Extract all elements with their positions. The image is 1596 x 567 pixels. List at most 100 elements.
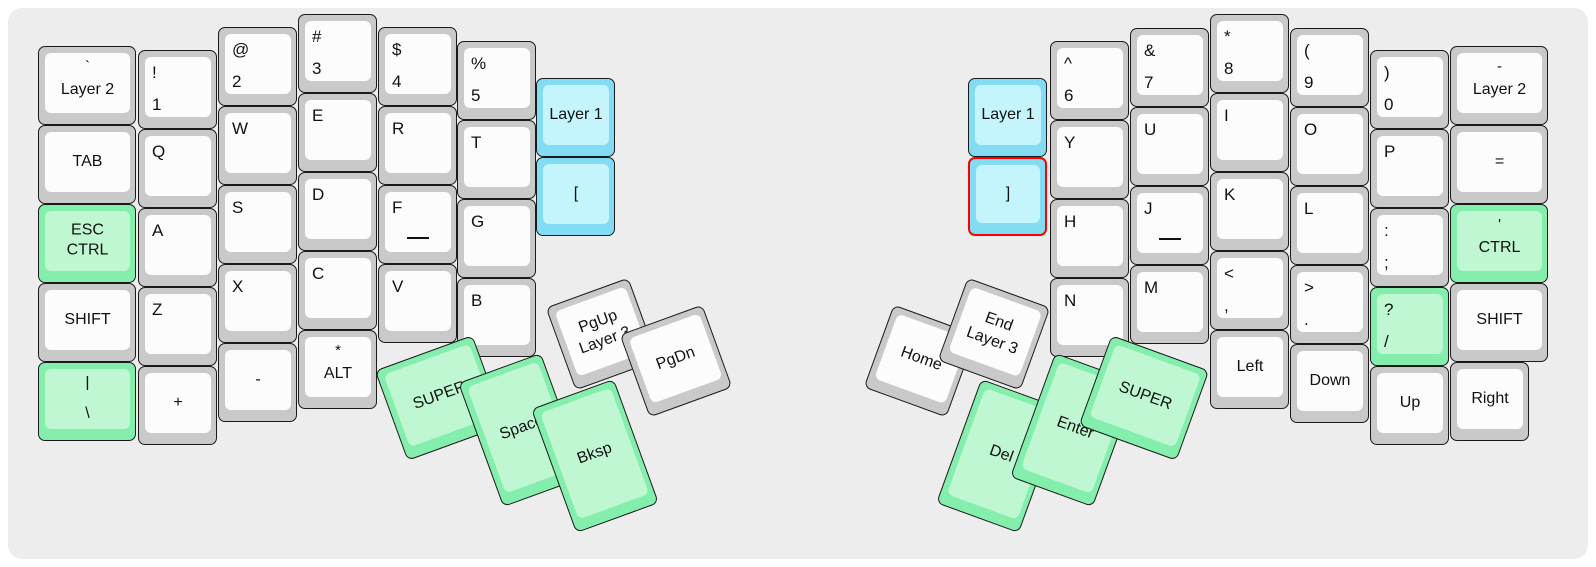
key-c[interactable]: C: [298, 251, 377, 330]
key-j[interactable]: J: [1130, 186, 1209, 265]
key-9[interactable]: (9: [1290, 28, 1369, 107]
key-slash-legend-bottom: /: [1384, 332, 1389, 351]
key-s[interactable]: S: [218, 185, 297, 264]
key-bksp[interactable]: Bksp: [531, 378, 659, 534]
key-h-cap: H: [1057, 206, 1123, 266]
key-7[interactable]: &7: [1130, 28, 1209, 107]
key-down[interactable]: Down: [1290, 344, 1369, 423]
key-tab-legend-center: TAB: [72, 153, 103, 170]
key-pipe-backslash-legend-shifted: |: [85, 374, 90, 391]
key-b-legend-top: B: [471, 291, 483, 310]
key-minus-layer2[interactable]: -Layer 2: [1450, 46, 1548, 125]
key-layer1-left[interactable]: Layer 1: [536, 78, 615, 157]
key-minus[interactable]: -: [218, 343, 297, 422]
key-3-cap: #3: [305, 21, 371, 81]
key-l[interactable]: L: [1290, 186, 1369, 265]
key-r[interactable]: R: [378, 106, 457, 185]
key-minus-cap: -: [225, 350, 291, 410]
key-i[interactable]: I: [1210, 93, 1289, 172]
key-w-legend-top: W: [232, 119, 249, 138]
key-y[interactable]: Y: [1050, 120, 1129, 199]
key-u[interactable]: U: [1130, 107, 1209, 186]
key-quote-ctrl[interactable]: 'CTRL: [1450, 204, 1548, 283]
key-g[interactable]: G: [457, 199, 536, 278]
key-v[interactable]: V: [378, 264, 457, 343]
key-bracket-right[interactable]: ]: [968, 157, 1047, 236]
key-t-cap: T: [464, 127, 530, 187]
key-super-right-legend: SUPER: [1116, 377, 1175, 413]
key-bracket-right-cap: ]: [976, 165, 1040, 223]
key-semicolon[interactable]: :;: [1370, 208, 1449, 287]
key-right-legend-center: Right: [1471, 390, 1509, 407]
key-1[interactable]: !1: [138, 50, 217, 129]
key-p[interactable]: P: [1370, 129, 1449, 208]
key-pipe-backslash[interactable]: ||\: [38, 362, 136, 441]
key-slash[interactable]: ?/: [1370, 287, 1449, 366]
key-shift-right[interactable]: SHIFT: [1450, 283, 1548, 362]
key-m[interactable]: M: [1130, 265, 1209, 344]
key-z-cap: Z: [145, 294, 211, 354]
key-period[interactable]: >.: [1290, 265, 1369, 344]
key-8-cap: *8: [1217, 21, 1283, 81]
key-9-legend-bottom: 9: [1304, 73, 1314, 92]
key-5[interactable]: %5: [457, 41, 536, 120]
key-o[interactable]: O: [1290, 107, 1369, 186]
key-k-legend-top: K: [1224, 185, 1236, 204]
key-a[interactable]: A: [138, 208, 217, 287]
key-minus-layer2-legend-shifted: -: [1497, 58, 1502, 75]
key-t[interactable]: T: [457, 120, 536, 199]
key-tab[interactable]: TAB: [38, 125, 136, 204]
key-h[interactable]: H: [1050, 199, 1129, 278]
key-f-homing-bar: [407, 237, 429, 239]
key-2[interactable]: @2: [218, 27, 297, 106]
key-v-cap: V: [385, 271, 451, 331]
key-6[interactable]: ^6: [1050, 41, 1129, 120]
key-f[interactable]: F: [378, 185, 457, 264]
key-equal[interactable]: =: [1450, 125, 1548, 204]
key-left[interactable]: Left: [1210, 330, 1289, 409]
key-grave-layer2[interactable]: `Layer 2: [38, 46, 136, 125]
key-6-legend-bottom: 6: [1064, 86, 1074, 105]
key-0-cap: )0: [1377, 57, 1443, 117]
key-c-legend-top: C: [312, 264, 325, 283]
key-right[interactable]: Right: [1450, 362, 1529, 441]
key-layer1-right[interactable]: Layer 1: [968, 78, 1047, 157]
key-3-legend-top: #: [312, 27, 322, 46]
key-minus-legend-center: -: [255, 371, 261, 388]
key-bracket-left[interactable]: [: [536, 157, 615, 236]
key-up-cap: Up: [1377, 373, 1443, 433]
key-grave-layer2-legend-center: Layer 2: [60, 81, 115, 99]
key-tab-cap: TAB: [45, 132, 130, 192]
key-y-legend-top: Y: [1064, 133, 1076, 152]
key-k[interactable]: K: [1210, 172, 1289, 251]
key-alt[interactable]: *ALT: [298, 330, 377, 409]
key-bksp-cap: Bksp: [540, 387, 650, 520]
key-8[interactable]: *8: [1210, 14, 1289, 93]
key-comma[interactable]: <,: [1210, 251, 1289, 330]
key-d-legend-top: D: [312, 185, 325, 204]
key-up[interactable]: Up: [1370, 366, 1449, 445]
key-x[interactable]: X: [218, 264, 297, 343]
key-period-legend-bottom: .: [1304, 310, 1309, 329]
key-d[interactable]: D: [298, 172, 377, 251]
key-0[interactable]: )0: [1370, 50, 1449, 129]
key-4[interactable]: $4: [378, 27, 457, 106]
key-4-legend-bottom: 4: [392, 72, 402, 91]
key-layer1-left-legend-center: Layer 1: [549, 106, 603, 123]
key-plus[interactable]: +: [138, 366, 217, 445]
key-w[interactable]: W: [218, 106, 297, 185]
key-3[interactable]: #3: [298, 14, 377, 93]
key-e[interactable]: E: [298, 93, 377, 172]
key-down-cap: Down: [1297, 351, 1363, 411]
key-7-legend-top: &: [1144, 41, 1156, 60]
key-pgdn-legend: PgDn: [653, 343, 698, 373]
key-u-legend-top: U: [1144, 120, 1157, 139]
key-q[interactable]: Q: [138, 129, 217, 208]
key-shift-left[interactable]: SHIFT: [38, 283, 136, 362]
key-down-legend-center: Down: [1309, 372, 1351, 389]
key-z[interactable]: Z: [138, 287, 217, 366]
